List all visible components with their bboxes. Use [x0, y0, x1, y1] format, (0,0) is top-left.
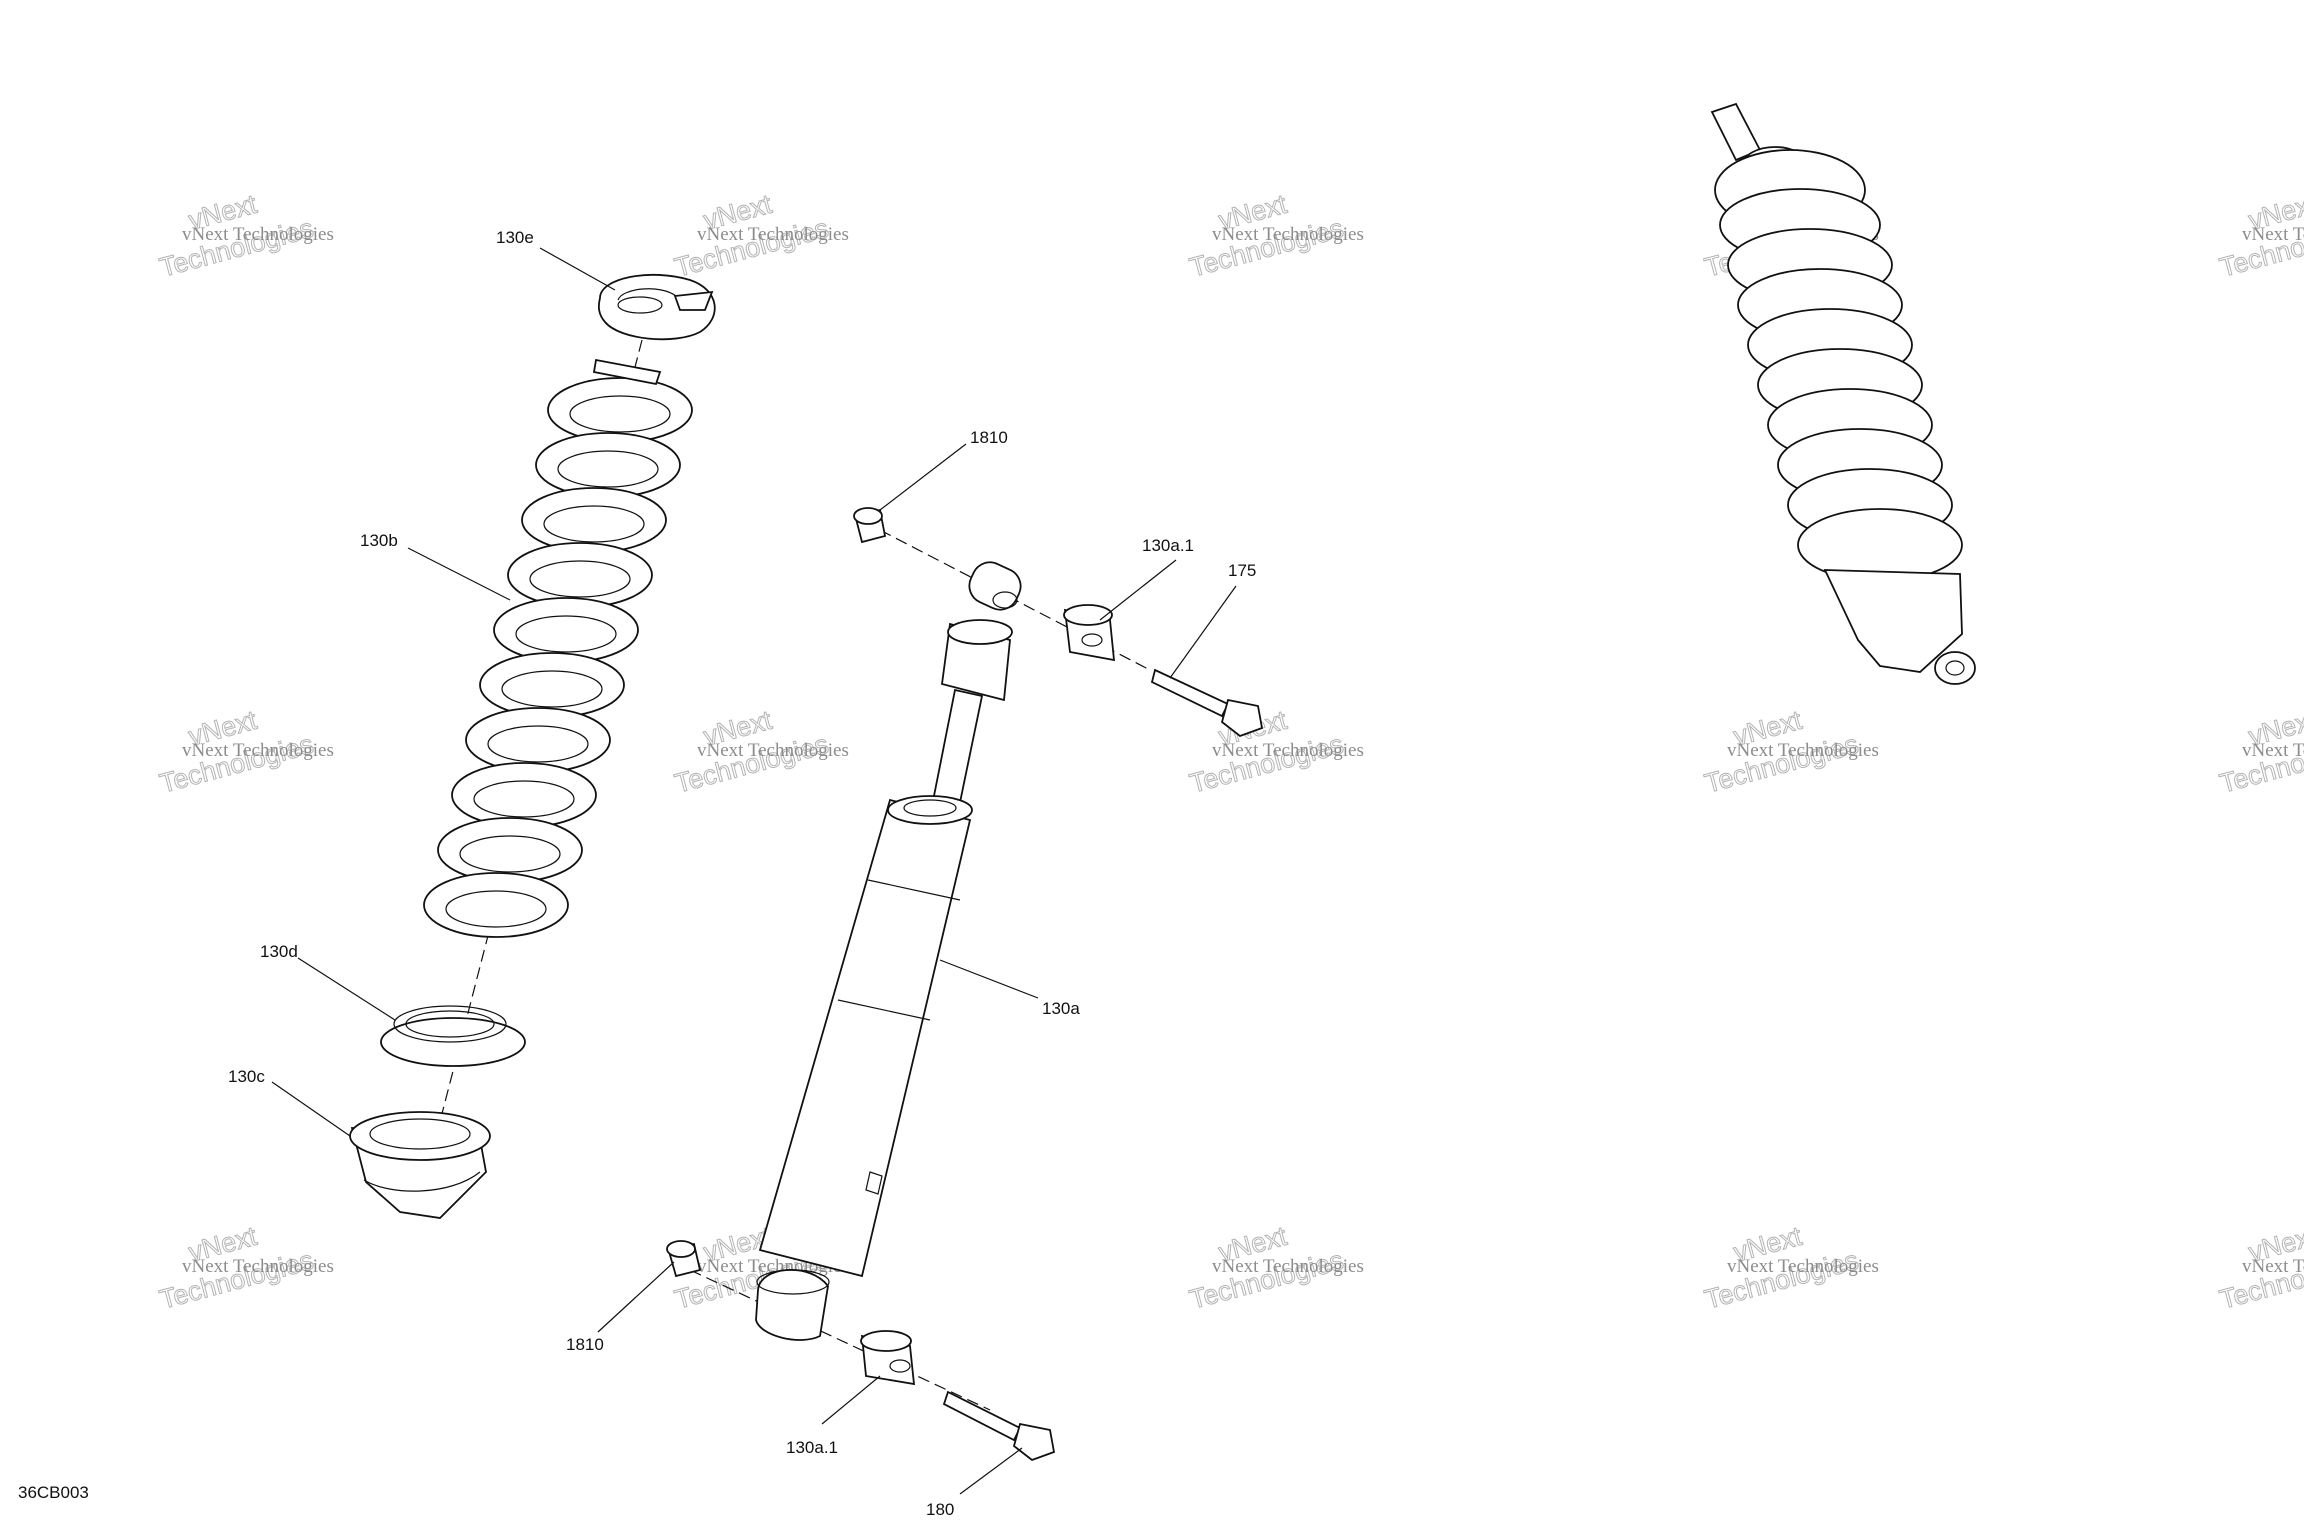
spring-coil: [493, 597, 639, 663]
callout-130e: 130e: [496, 228, 534, 247]
watermark-text: vNext Technologies: [182, 1256, 334, 1277]
part-130b-coil-spring: [423, 358, 693, 938]
watermark-text: vNext Technologies: [2242, 224, 2304, 245]
callout-1810-top: 1810: [970, 428, 1008, 447]
part-130c-adjuster-collar: [349, 1111, 491, 1219]
callout-130d: 130d: [260, 942, 298, 961]
spring-coil: [479, 652, 625, 718]
spring-coil: [423, 872, 569, 938]
part-130a1-bottom-spacer: [860, 1330, 916, 1386]
watermark-text: vNext Technologies: [1727, 1256, 1879, 1277]
watermark-text: vNext Technologies: [1727, 740, 1879, 761]
spring-coil: [437, 817, 583, 883]
part-1810-bottom-bushing: [666, 1240, 702, 1278]
watermark-text: vNext Technologies: [182, 224, 334, 245]
spring-coil: [507, 542, 653, 608]
assembly-axis-bottom-mount: [689, 1269, 991, 1411]
spring-coil: [547, 377, 693, 443]
assembled-coilover-view: [1710, 102, 1976, 685]
callout-130c: 130c: [228, 1067, 265, 1086]
callout-130a1-top: 130a.1: [1142, 536, 1194, 555]
spring-coil: [451, 762, 597, 828]
watermark-text: vNext Technologies: [1212, 740, 1364, 761]
callout-labels: 130e 130b 130d 130c 1810 130a.1 175 130a…: [228, 228, 1256, 1519]
callout-175: 175: [1228, 561, 1256, 580]
figure-id: 36CB003: [18, 1483, 89, 1502]
watermark-text: vNext Technologies: [697, 224, 849, 245]
watermark-text: vNext Technologies: [1212, 224, 1364, 245]
callout-180: 180: [926, 1500, 954, 1519]
spring-end-tab: [592, 358, 662, 386]
callout-130a1-bottom: 130a.1: [786, 1438, 838, 1457]
part-130a-shock-absorber: [755, 561, 1022, 1341]
spring-coil: [465, 707, 611, 773]
part-130e-retainer-clip: [597, 273, 716, 341]
callout-130a: 130a: [1042, 999, 1080, 1018]
part-180-bolt: [942, 1390, 1056, 1462]
watermark-text: vNext Technologies: [182, 740, 334, 761]
callout-1810-bottom: 1810: [566, 1335, 604, 1354]
part-130d-seat-washer: [380, 1005, 526, 1067]
part-1810-top-bushing: [853, 507, 887, 544]
watermark-text: vNext Technologies: [2242, 740, 2304, 761]
callout-130b: 130b: [360, 531, 398, 550]
leader-lines: [271, 247, 1237, 1495]
spring-coil: [535, 432, 681, 498]
part-175-bolt: [1150, 668, 1264, 738]
part-130a1-top-spacer: [1063, 604, 1116, 662]
spring-coil: [521, 487, 667, 553]
watermark-text: vNext Technologies: [1212, 1256, 1364, 1277]
watermark-text: vNext Technologies: [2242, 1256, 2304, 1277]
watermark-text: vNext Technologies: [697, 740, 849, 761]
